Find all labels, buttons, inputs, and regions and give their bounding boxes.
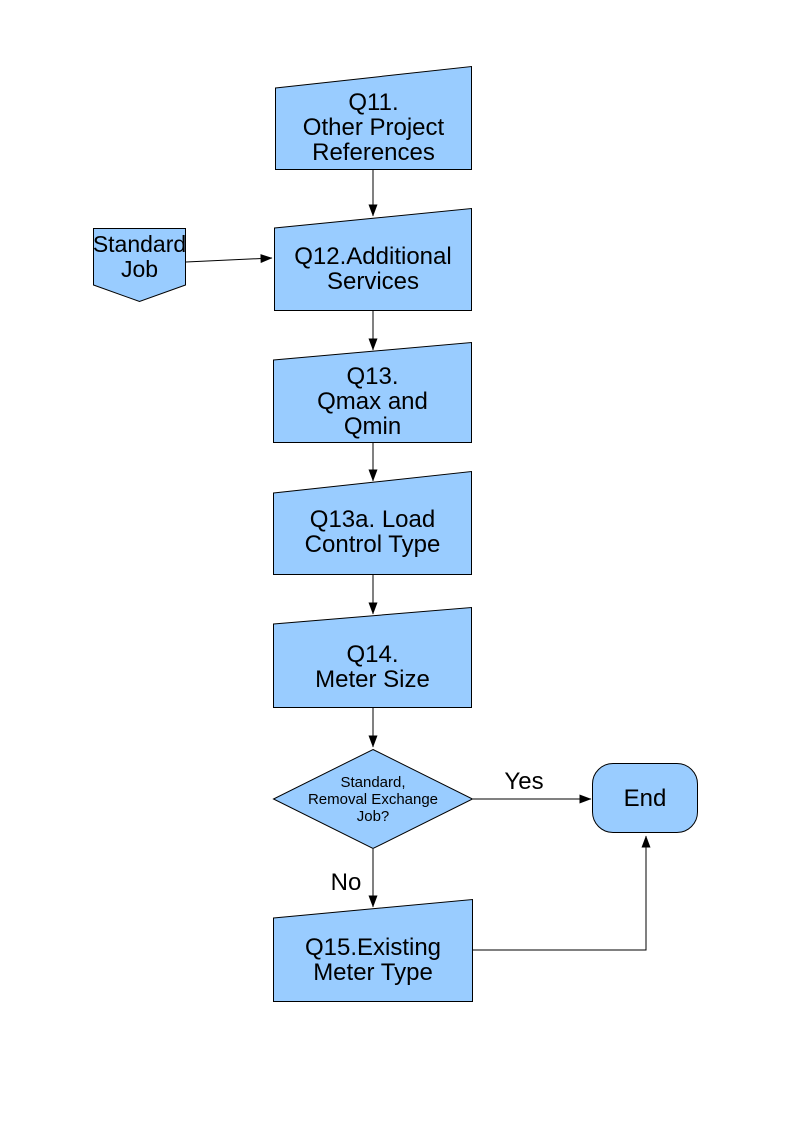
node-q12-line: Services bbox=[326, 267, 420, 295]
node-q13: Q13. Qmax and Qmin bbox=[273, 341, 472, 443]
node-q11-line: Other Project bbox=[302, 113, 445, 141]
node-q11: Q11. Other Project References bbox=[275, 65, 472, 170]
node-q15-line: Q15.Existing bbox=[304, 933, 442, 961]
node-q15-line: Meter Type bbox=[313, 958, 433, 986]
node-q13a: Q13a. Load Control Type bbox=[273, 470, 472, 575]
edge-label-yes: Yes bbox=[504, 768, 544, 795]
node-q15-label: Q15.Existing Meter Type bbox=[273, 899, 473, 1002]
node-q14: Q14. Meter Size bbox=[273, 606, 472, 708]
node-standard-job: Standard Job bbox=[93, 228, 186, 303]
node-q13-shape bbox=[273, 341, 472, 443]
node-q13a-label: Q13a. Load Control Type bbox=[273, 471, 472, 575]
node-decision: Standard, Removal Exchange Job? bbox=[272, 748, 474, 850]
node-q13-line: Qmin bbox=[343, 413, 402, 440]
node-decision-shape bbox=[272, 748, 474, 850]
connector-standardjob-q12 bbox=[185, 254, 273, 264]
edge-label-no: No bbox=[330, 869, 362, 896]
node-q13-label: Q13. Qmax and Qmin bbox=[273, 342, 472, 443]
node-end-label: End bbox=[593, 764, 697, 832]
node-decision-line: Standard, bbox=[340, 773, 406, 791]
node-q15-shape bbox=[273, 898, 473, 1002]
node-q13-line: Q13. bbox=[346, 363, 399, 390]
node-decision-line: Job? bbox=[356, 807, 390, 825]
node-decision-label: Standard, Removal Exchange Job? bbox=[273, 749, 473, 849]
node-q13-line: Qmax and bbox=[317, 388, 428, 415]
node-q14-line: Meter Size bbox=[315, 665, 430, 693]
node-q13a-line: Q13a. Load bbox=[309, 506, 436, 533]
node-q12-shape bbox=[274, 207, 472, 311]
node-standard-job-line: Standard bbox=[92, 230, 187, 257]
node-standard-job-label: Standard Job bbox=[93, 228, 186, 302]
node-q12-label: Q12.Additional Services bbox=[274, 208, 472, 311]
node-q15: Q15.Existing Meter Type bbox=[273, 898, 473, 1002]
node-end-line: End bbox=[623, 784, 667, 812]
node-standard-job-shape bbox=[93, 228, 186, 303]
node-q12: Q12.Additional Services bbox=[274, 207, 472, 311]
node-q14-label: Q14. Meter Size bbox=[273, 607, 472, 708]
node-q13a-shape bbox=[273, 470, 472, 575]
node-q11-line: References bbox=[312, 138, 435, 166]
node-end: End bbox=[592, 763, 698, 833]
node-q14-line: Q14. bbox=[346, 640, 399, 668]
node-q11-label: Q11. Other Project References bbox=[275, 66, 472, 170]
node-q14-shape bbox=[273, 606, 472, 708]
node-q13a-line: Control Type bbox=[304, 531, 441, 558]
node-q11-line: Q11. bbox=[348, 88, 399, 116]
connector-q15-end bbox=[473, 835, 651, 951]
node-standard-job-line: Job bbox=[120, 255, 159, 282]
node-q12-line: Q12.Additional bbox=[294, 242, 452, 270]
node-q11-shape bbox=[275, 65, 472, 170]
node-decision-line: Removal Exchange bbox=[307, 790, 439, 808]
